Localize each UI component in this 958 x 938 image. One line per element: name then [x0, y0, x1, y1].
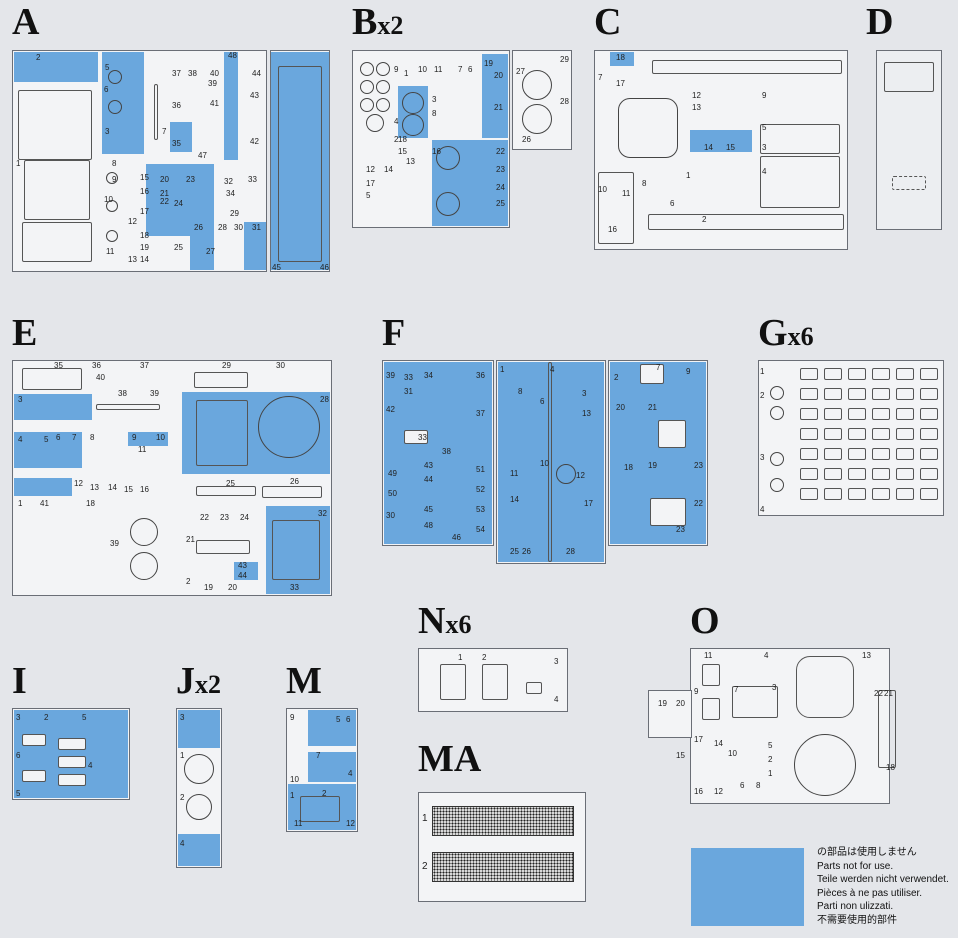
track-link [872, 368, 890, 380]
track-link [824, 428, 842, 440]
sprue-o-left-lobe [648, 690, 692, 738]
track-link [920, 488, 938, 500]
track-link [920, 428, 938, 440]
sprue-j-label: Jx2 [176, 660, 221, 702]
track-link [872, 428, 890, 440]
track-link [824, 488, 842, 500]
unused-parts-legend: の部品は使用しません Parts not for use. Teile werd… [817, 846, 949, 927]
legend-line-fr: Pièces à ne pas utiliser. [817, 887, 923, 899]
track-link [896, 428, 914, 440]
track-link [824, 388, 842, 400]
track-link [896, 388, 914, 400]
track-link [824, 368, 842, 380]
legend-line-en: Parts not for use. [817, 860, 894, 872]
sprue-c-label: C [594, 1, 622, 43]
sprue-f-label: F [382, 312, 406, 354]
track-link [848, 368, 866, 380]
track-link [800, 428, 818, 440]
sprue-g-label: Gx6 [758, 312, 814, 354]
track-link [800, 408, 818, 420]
track-link [800, 388, 818, 400]
legend-line-zh: 不需要使用的部件 [817, 914, 897, 926]
sprue-o-frame [690, 648, 890, 804]
track-link [848, 448, 866, 460]
track-link [920, 388, 938, 400]
track-link [848, 388, 866, 400]
track-link [848, 488, 866, 500]
track-link [872, 468, 890, 480]
track-link [848, 428, 866, 440]
sprue-i-label: I [12, 660, 27, 702]
track-link [800, 488, 818, 500]
legend-line-it: Parti non ulizzati. [817, 901, 894, 912]
track-link [800, 468, 818, 480]
track-link [872, 388, 890, 400]
track-link [920, 408, 938, 420]
sprue-b-side-frame [512, 50, 572, 150]
track-link [872, 488, 890, 500]
track-link [824, 468, 842, 480]
sprue-o-label: O [690, 600, 720, 642]
track-link [920, 448, 938, 460]
sprue-e-label: E [12, 312, 38, 354]
track-link [896, 368, 914, 380]
unused-parts-swatch [691, 848, 804, 926]
sprue-n-frame [418, 648, 568, 712]
sprue-ma-label: MA [418, 738, 482, 780]
track-link [872, 448, 890, 460]
track-link [920, 468, 938, 480]
sprue-m-label: M [286, 660, 322, 702]
sprue-n-label: Nx6 [418, 600, 472, 642]
track-link [800, 448, 818, 460]
sprue-d-label: D [866, 1, 894, 43]
sprue-d-hull [876, 50, 942, 230]
track-link [848, 468, 866, 480]
track-link [872, 408, 890, 420]
mesh-screen-2 [432, 852, 574, 882]
track-link [896, 468, 914, 480]
track-link [824, 408, 842, 420]
track-link [896, 408, 914, 420]
sprue-a-label: A [12, 1, 40, 43]
track-link [800, 368, 818, 380]
track-link [824, 448, 842, 460]
legend-line-de: Teile werden nicht verwendet. [817, 874, 949, 885]
mesh-screen-1 [432, 806, 574, 836]
track-link [896, 488, 914, 500]
track-link [920, 368, 938, 380]
sprue-b-label: Bx2 [352, 1, 404, 43]
legend-line-ja: の部品は使用しません [817, 847, 917, 858]
track-link [896, 448, 914, 460]
track-link [848, 408, 866, 420]
